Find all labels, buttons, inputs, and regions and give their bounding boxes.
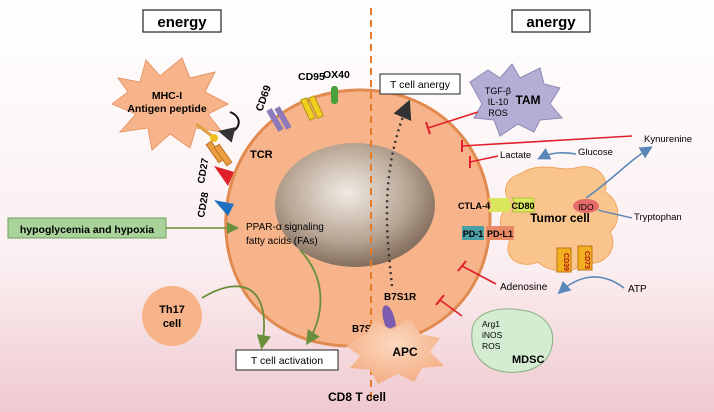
adenosine-label: Adenosine <box>500 282 548 293</box>
tryptophan-label: Tryptophan <box>634 212 682 223</box>
cd27-label: CD27 <box>196 157 211 185</box>
glucose-arrow <box>537 147 577 160</box>
th17-arrow <box>201 285 271 350</box>
ppar-label-1: PPAR-α signaling <box>246 222 324 233</box>
cd28-receptor <box>214 200 234 216</box>
cd73-label: CD73 <box>583 251 590 269</box>
ox40-receptor <box>331 86 338 104</box>
th17-label-2: cell <box>163 318 181 330</box>
hypoglycemia-label: hypoglycemia and hypoxia <box>20 224 154 236</box>
pdl1-label: PD-L1 <box>487 229 513 239</box>
ido-label: IDO <box>578 202 594 212</box>
apc-label: APC <box>392 345 418 359</box>
ppar-arrow <box>299 249 322 346</box>
ppar-label-2: fatty acids (FAs) <box>246 236 318 247</box>
cd73-receptor <box>577 245 593 271</box>
b7s1-receptor <box>382 305 396 330</box>
atp-arrow <box>557 276 625 295</box>
b7s1r-label: B7S1R <box>384 292 417 303</box>
ido-kynurenine-arrow <box>585 146 653 199</box>
tam-factor-2: IL-10 <box>488 97 509 107</box>
mdsc-factor-1: Arg1 <box>482 319 500 329</box>
glucose-label: Glucose <box>578 147 613 158</box>
tam-factor-1: TGF-β <box>485 86 511 96</box>
energy-header: energy <box>157 14 207 31</box>
adenosine-inhibit-bar <box>457 260 467 272</box>
t-activation-box <box>235 349 339 371</box>
anergy-header-box <box>511 9 591 33</box>
adenosine-inhibit-line <box>461 265 497 285</box>
tcr-label: TCR <box>250 149 273 161</box>
cd27-receptor <box>214 166 234 186</box>
peptide-icon <box>210 134 218 142</box>
apc-cell <box>346 318 444 384</box>
t-activation-label: T cell activation <box>251 355 323 367</box>
anergy-header: anergy <box>526 14 576 31</box>
cd39-label: CD39 <box>562 253 569 271</box>
cd80-ligand <box>511 197 535 213</box>
ox40-label: OX40 <box>323 69 350 81</box>
t-anergy-label: T cell anergy <box>390 79 451 91</box>
cd95-receptor-a <box>299 97 317 121</box>
energy-header-box <box>142 9 222 33</box>
mdsc-label: MDSC <box>512 354 544 366</box>
mhc-stalk <box>195 122 213 138</box>
nucleus <box>275 143 435 267</box>
mhc-label-2: Antigen peptide <box>127 103 206 115</box>
kynurenine-inhibit-line <box>461 135 633 147</box>
lactate-label: Lactate <box>500 150 531 161</box>
atp-label: ATP <box>628 284 647 295</box>
binding-arrow <box>218 111 240 143</box>
ido-icon <box>573 199 599 213</box>
ctla4-receptor <box>488 198 512 212</box>
cd80-label: CD80 <box>511 201 534 211</box>
cd69-receptor-b <box>274 106 292 130</box>
mdsc-inhibit-line <box>439 299 463 317</box>
ctla4-label: CTLA-4 <box>458 201 490 211</box>
cd95-receptor-b <box>307 95 325 119</box>
tumor-label: Tumor cell <box>530 211 590 225</box>
mdsc-factor-3: ROS <box>482 341 501 351</box>
mdsc-cell <box>471 308 554 373</box>
tam-inhibit-bar <box>425 121 431 135</box>
pdl1-ligand <box>486 226 514 240</box>
tam-cell <box>469 63 564 137</box>
tryptophan-line <box>597 209 633 219</box>
th17-cell <box>142 286 202 346</box>
cd28-label: CD28 <box>196 191 211 219</box>
tcr-chain-b <box>213 143 233 167</box>
lactate-inhibit-line <box>469 155 499 163</box>
kynurenine-label: Kynurenine <box>644 134 692 145</box>
mhc-label-1: MHC-I <box>152 90 182 102</box>
b7s1-label: B7S1 <box>352 324 377 335</box>
cell-caption: CD8 T cell <box>328 390 386 404</box>
mdsc-inhibit-bar <box>435 294 445 306</box>
pd1-receptor <box>462 226 484 240</box>
tam-label: TAM <box>515 93 540 107</box>
t-anergy-box <box>379 73 461 95</box>
cd95-label: CD95 <box>298 71 325 83</box>
cd39-receptor <box>556 247 572 273</box>
th17-label-1: Th17 <box>159 304 185 316</box>
pd1-label: PD-1 <box>463 229 484 239</box>
tam-inhibit-line <box>427 111 479 129</box>
cd69-receptor-a <box>266 108 284 132</box>
tam-factor-3: ROS <box>488 108 508 118</box>
mdsc-factor-2: iNOS <box>482 330 503 340</box>
